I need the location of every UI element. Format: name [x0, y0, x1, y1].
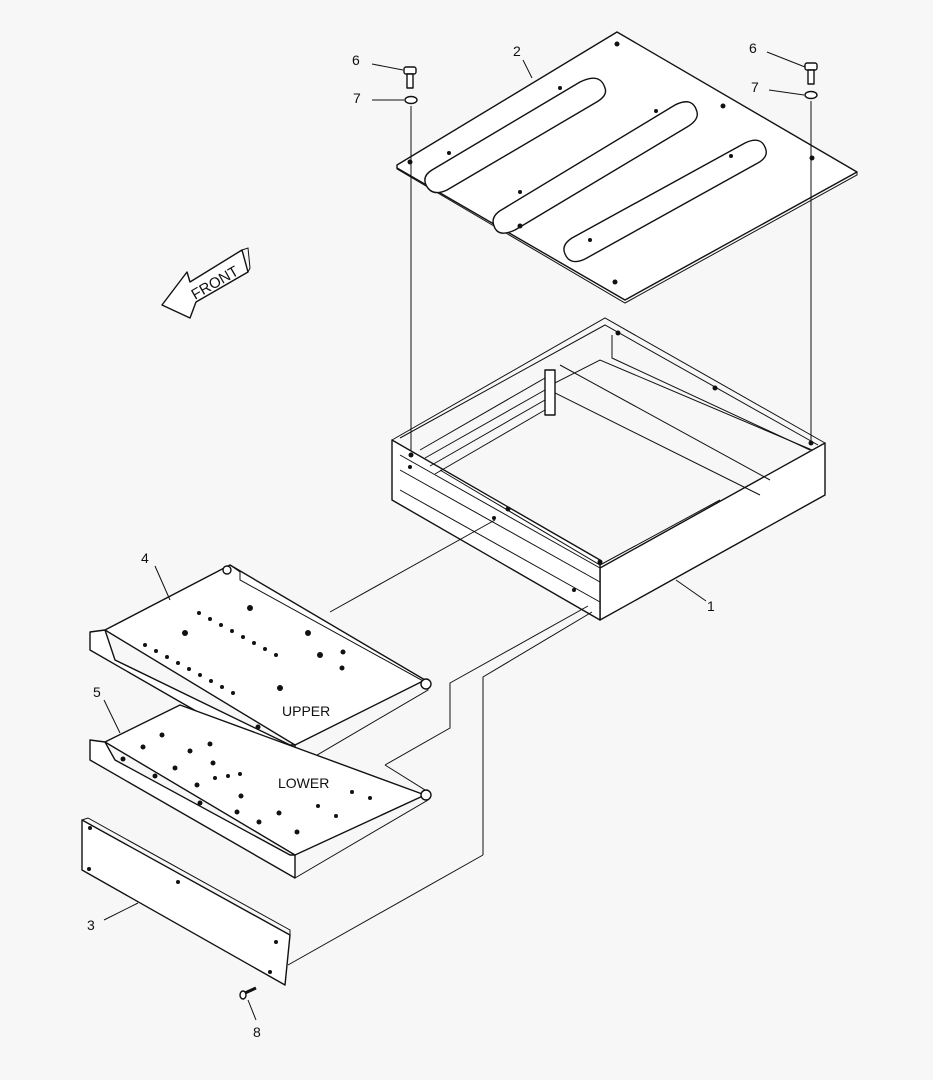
chassis-frame	[391, 317, 826, 621]
callout-7-left: 7	[353, 90, 361, 106]
front-panel	[81, 817, 291, 986]
lower-tray-holes	[120, 732, 372, 835]
lower-tray: LOWER	[89, 704, 432, 879]
lower-label: LOWER	[278, 775, 329, 791]
screw	[239, 986, 257, 1000]
callout-2: 2	[513, 43, 521, 59]
bolt-right	[804, 62, 818, 100]
bolt-left	[403, 66, 418, 105]
callout-leaders	[103, 51, 806, 1021]
washer-right	[804, 90, 818, 100]
callout-4: 4	[141, 550, 149, 566]
front-arrow: FRONT	[161, 247, 251, 319]
upper-label: UPPER	[282, 703, 330, 719]
callout-7-right: 7	[751, 79, 759, 95]
callout-3: 3	[87, 917, 95, 933]
upper-tray-holes	[143, 605, 346, 730]
callout-6-left: 6	[352, 52, 360, 68]
callout-6-right: 6	[749, 40, 757, 56]
top-cover-plate	[396, 31, 858, 304]
washer-left	[404, 95, 418, 105]
callout-8: 8	[253, 1024, 261, 1040]
callout-1: 1	[707, 598, 715, 614]
callout-5: 5	[93, 684, 101, 700]
